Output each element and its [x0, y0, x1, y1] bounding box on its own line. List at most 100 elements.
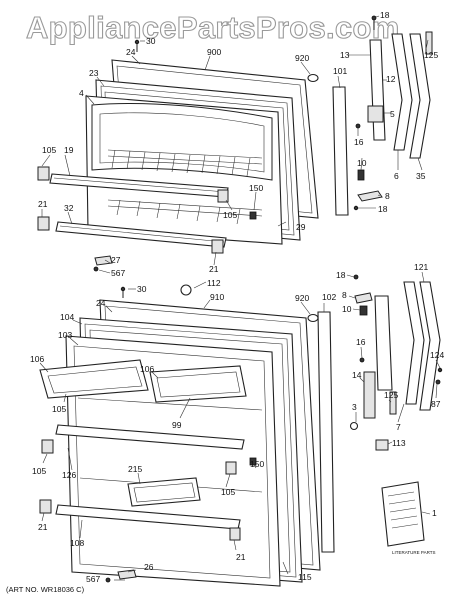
callout: 18	[378, 204, 388, 214]
lower-door-shelf-1	[55, 424, 245, 450]
hinge-washer-8	[357, 190, 383, 202]
callout: 103	[58, 330, 72, 340]
callout: 150	[250, 459, 264, 469]
callout: 21	[38, 522, 48, 532]
callout: 18	[380, 10, 390, 20]
upper-hinge-spacer-125	[425, 31, 433, 55]
callout: 920	[295, 53, 309, 63]
lower-hinge-arm-7	[403, 281, 425, 405]
callout: 21	[236, 552, 246, 562]
upper-shelf-end-cap-left	[37, 166, 50, 181]
upper-plug	[307, 73, 319, 83]
leader-lines	[39, 15, 441, 581]
upper-hinge-shim	[94, 255, 113, 266]
hinge-screw-16	[355, 123, 361, 129]
lower-callouts: 112 30 910 920 24 102 104 103 106 106 10…	[30, 262, 444, 584]
upper-screw	[93, 266, 99, 272]
upper-hinge-hardware	[353, 15, 433, 211]
callout: 18	[336, 270, 346, 280]
upper-door-assembly	[37, 39, 349, 272]
lower-hinge-arm-121	[419, 281, 441, 411]
callout: 12	[386, 74, 396, 84]
callout: 113	[392, 438, 406, 448]
hinge-screw-18	[353, 205, 359, 211]
callout: 7	[396, 422, 401, 432]
callout: 105	[223, 210, 237, 220]
callout: 8	[342, 290, 347, 300]
callout: 567	[111, 268, 125, 278]
callout: 14	[352, 370, 362, 380]
lower-hinge-screw-16	[359, 357, 365, 363]
dairy-compartment-door-left	[39, 359, 149, 399]
callout: 29	[296, 222, 306, 232]
callout: 32	[64, 203, 74, 213]
callout: 30	[137, 284, 147, 294]
lower-screw-30	[120, 286, 126, 292]
callout: 1	[432, 508, 437, 518]
lower-hinge-screw-124	[437, 367, 443, 373]
lower-hinge-cap-113	[375, 439, 389, 451]
callout: 102	[322, 292, 336, 302]
lower-shelf-end-cap-right-2	[229, 527, 241, 541]
lower-shelf-end-cap-right-1	[225, 461, 237, 475]
lower-plug-112	[180, 284, 192, 296]
callout: 910	[210, 292, 224, 302]
upper-shelf-support-right	[211, 239, 224, 254]
callout: 6	[394, 171, 399, 181]
callout: 106	[30, 354, 44, 364]
lower-shelf-end-cap-left-2	[39, 499, 52, 514]
upper-liner-cavity-inner	[99, 112, 265, 173]
callout: 920	[295, 293, 309, 303]
callout: 99	[172, 420, 182, 430]
upper-liner-cavity	[91, 102, 273, 181]
callout: 26	[144, 562, 154, 572]
lower-door-trim-strip	[317, 311, 335, 553]
literature-parts-booklet: LITERATURE PARTS	[381, 481, 436, 555]
callout: 5	[390, 109, 395, 119]
hinge-pin-top	[371, 15, 377, 21]
callout: 35	[416, 171, 426, 181]
callout: 19	[64, 145, 74, 155]
literature-booklet-icon	[381, 481, 425, 547]
callout: 105	[52, 404, 66, 414]
callout: 4	[79, 88, 84, 98]
callout: 105	[42, 145, 56, 155]
door-bin-215-face	[133, 482, 196, 503]
callout: 900	[207, 47, 221, 57]
callout: 24	[126, 47, 136, 57]
lower-plug-920	[307, 313, 319, 323]
callout: 21	[209, 264, 219, 274]
dairy-door-right-face	[156, 371, 241, 398]
upper-hinge-bracket	[369, 39, 386, 141]
callout: 30	[146, 36, 156, 46]
callout: 125	[384, 390, 398, 400]
callout: 23	[89, 68, 99, 78]
lower-shelf-end-cap-left-1	[41, 439, 54, 454]
lower-hinge-bushing-3	[349, 421, 359, 431]
callout: 567	[86, 574, 100, 584]
upper-hinge-arm-35	[409, 33, 431, 159]
lower-hinge-bracket	[374, 295, 393, 391]
lower-hinge-spacer-14	[363, 371, 376, 419]
upper-shelf-ribs	[107, 149, 263, 225]
callout: 121	[414, 262, 428, 272]
callout: 125	[424, 50, 438, 60]
callout: 108	[70, 538, 84, 548]
watermark: AppliancePartsPros.com	[26, 10, 400, 45]
upper-door-trim-strip	[332, 86, 349, 216]
upper-hinge-arm-6	[391, 33, 413, 151]
callout: 105	[221, 487, 235, 497]
callout: 24	[96, 298, 106, 308]
upper-callouts: 30 24 900 920 23 4 101 105 19 21 32 150 …	[38, 10, 438, 278]
upper-door-shelf-bar-lower	[55, 221, 227, 248]
callout: 3	[352, 402, 357, 412]
upper-shelf-end-cap-right	[217, 189, 229, 203]
upper-shelf-support-left	[37, 216, 50, 231]
callout: 124	[430, 350, 444, 360]
callout: 112	[207, 278, 221, 288]
upper-screw-30	[134, 39, 140, 45]
callout: 101	[333, 66, 347, 76]
door-bin-215	[127, 477, 201, 507]
callout: 106	[140, 364, 154, 374]
